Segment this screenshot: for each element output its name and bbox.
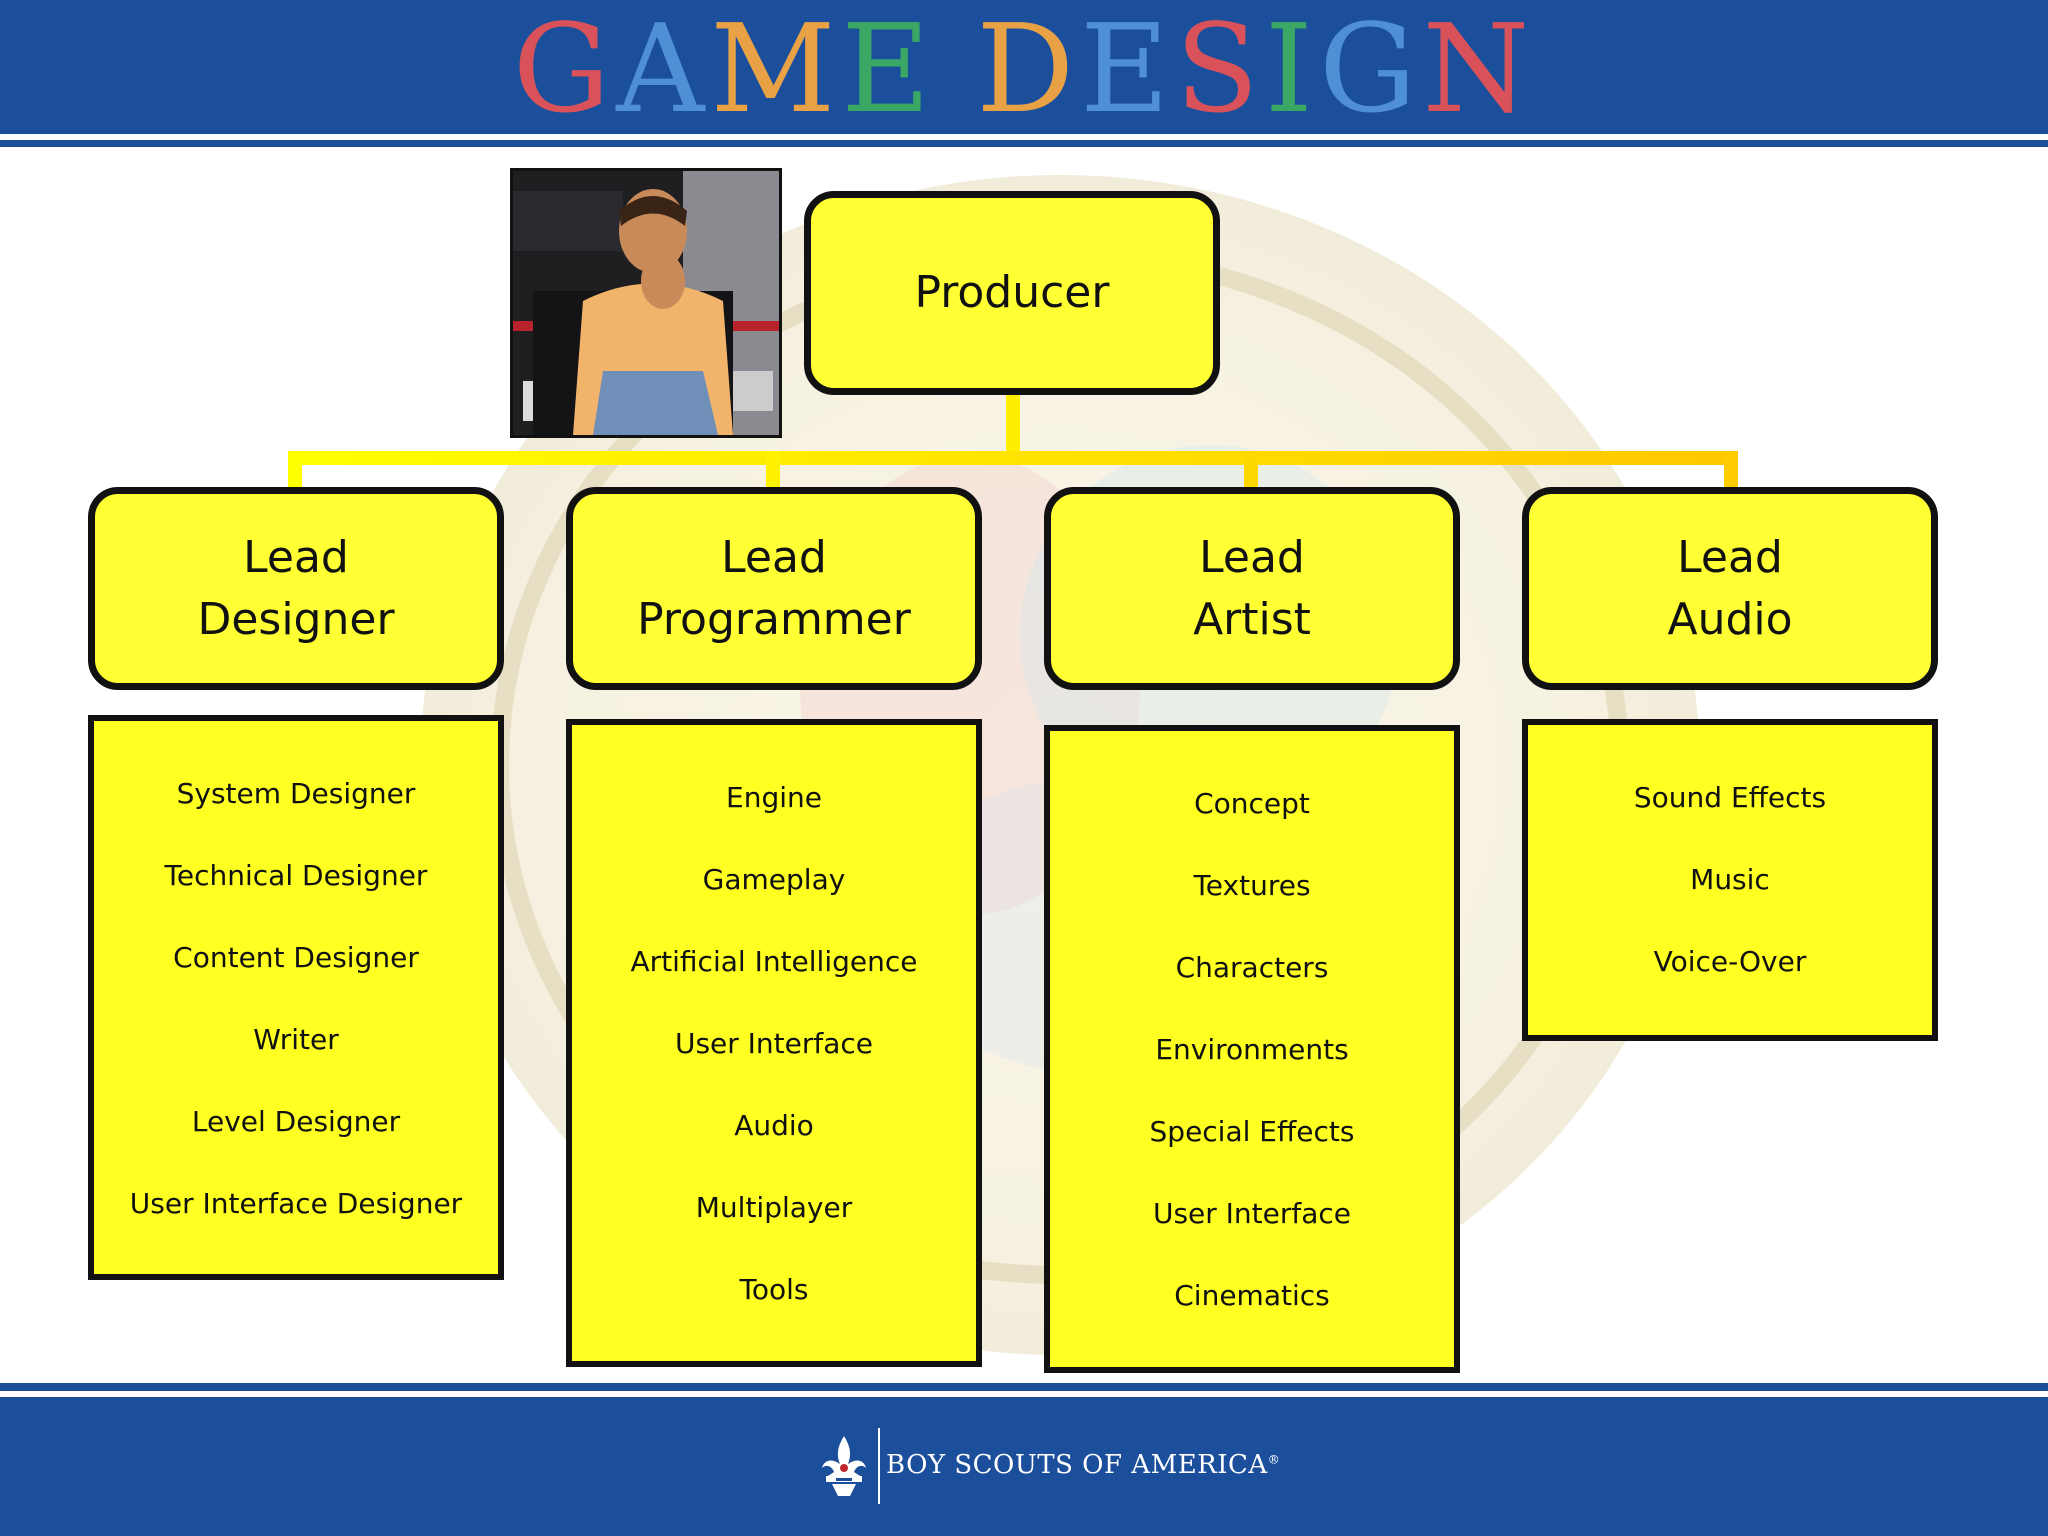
list-item: Concept: [1194, 787, 1310, 820]
list-item: Technical Designer: [164, 859, 428, 892]
list-item: Artificial Intelligence: [630, 945, 918, 978]
lead-designer-label: Lead Designer: [197, 531, 395, 645]
list-item: Sound Effects: [1633, 781, 1827, 814]
footer-org-text: BOY SCOUTS OF AMERICA: [886, 1450, 1268, 1480]
list-item: Level Designer: [191, 1105, 401, 1138]
list-item: Textures: [1193, 869, 1311, 902]
footer-separator: [878, 1428, 880, 1504]
title-letter: G: [1319, 0, 1423, 140]
programmer-roles-list: Engine Gameplay Artificial Intelligence …: [566, 719, 982, 1367]
header-bar: [0, 0, 2048, 134]
list-item: Multiplayer: [695, 1191, 853, 1224]
header-divider: [0, 134, 2048, 140]
title-letter: I: [1264, 0, 1319, 140]
list-item: User Interface: [674, 1027, 874, 1060]
title-letter: M: [710, 0, 842, 140]
lead-designer-box: Lead Designer: [88, 487, 504, 690]
title-letter: G: [512, 0, 617, 140]
title-letter: A: [616, 0, 711, 140]
footer-org-name: BOY SCOUTS OF AMERICA®: [886, 1450, 1280, 1480]
list-item: Cinematics: [1174, 1279, 1330, 1312]
footer-bar: [0, 1397, 2048, 1536]
header-divider-lower: [0, 140, 2048, 147]
lead-audio-box: Lead Audio: [1522, 487, 1938, 690]
lead-artist-label: Lead Artist: [1193, 531, 1311, 645]
footer-divider: [0, 1383, 2048, 1391]
title-letter: S: [1175, 0, 1265, 140]
page-title: GAME DESIGN: [0, 6, 2048, 132]
audio-roles-list: Sound Effects Music Voice-Over: [1522, 719, 1938, 1041]
list-item: Audio: [734, 1109, 814, 1142]
lead-audio-label: Lead Audio: [1667, 531, 1793, 645]
producer-label: Producer: [914, 267, 1110, 318]
producer-box: Producer: [804, 191, 1220, 395]
bsa-fleur-de-lis-icon: [822, 1436, 866, 1496]
title-letter: E: [1080, 0, 1176, 140]
list-item: Tools: [739, 1273, 809, 1306]
list-item: Content Designer: [173, 941, 419, 974]
list-item: Voice-Over: [1653, 945, 1807, 978]
list-item: User Interface: [1152, 1197, 1352, 1230]
list-item: User Interface Designer: [129, 1187, 463, 1220]
artist-roles-list: Concept Textures Characters Environments…: [1044, 725, 1460, 1373]
producer-photo: [510, 168, 782, 438]
connector-trunk: [1006, 395, 1020, 461]
list-item: Special Effects: [1149, 1115, 1355, 1148]
lead-artist-box: Lead Artist: [1044, 487, 1460, 690]
footer-trademark: ®: [1267, 1452, 1281, 1467]
connector-bus: [288, 451, 1738, 465]
lead-programmer-box: Lead Programmer: [566, 487, 982, 690]
lead-programmer-label: Lead Programmer: [637, 531, 911, 645]
title-letter: D: [976, 0, 1081, 140]
designer-roles-list: System Designer Technical Designer Conte…: [88, 715, 504, 1280]
list-item: Environments: [1155, 1033, 1349, 1066]
title-letter: N: [1422, 0, 1536, 140]
list-item: Gameplay: [702, 863, 846, 896]
list-item: System Designer: [176, 777, 416, 810]
list-item: Music: [1690, 863, 1770, 896]
list-item: Characters: [1175, 951, 1329, 984]
title-letter: E: [841, 0, 937, 140]
list-item: Engine: [726, 781, 822, 814]
list-item: Writer: [253, 1023, 339, 1056]
